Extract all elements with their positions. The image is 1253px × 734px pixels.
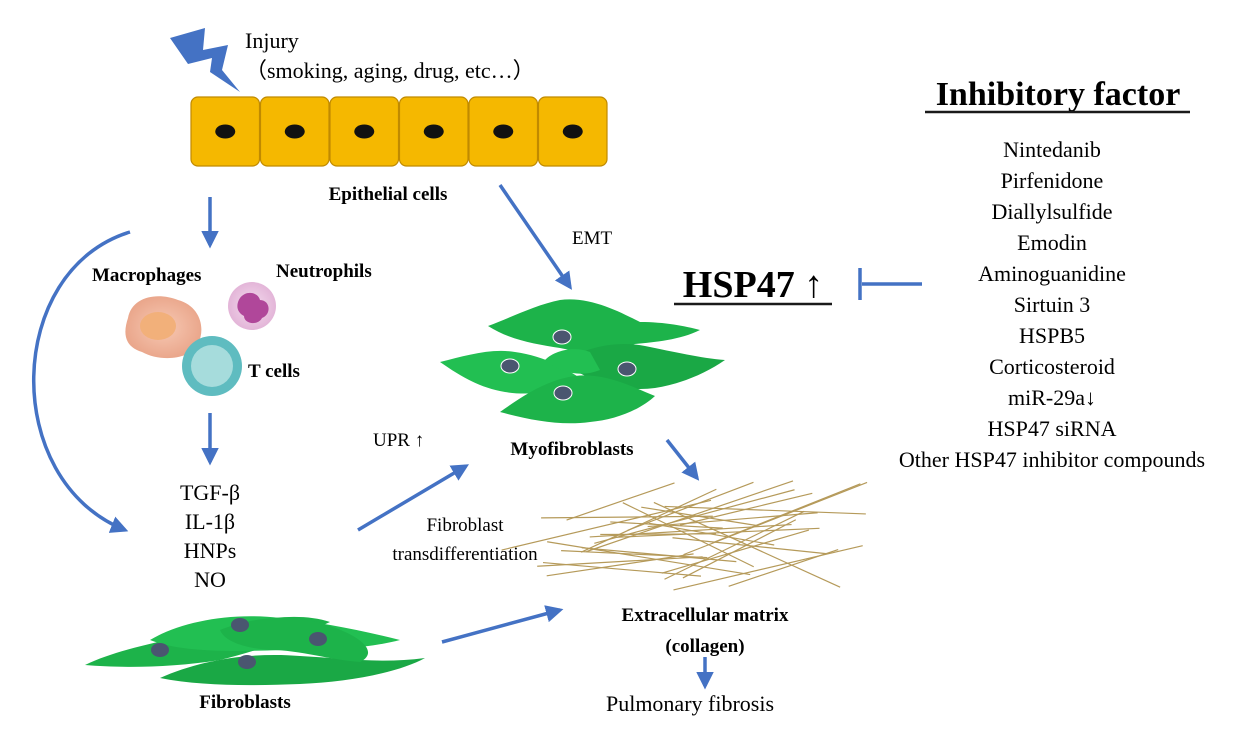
collagen-fiber bbox=[682, 519, 797, 579]
epithelial-nucleus bbox=[562, 124, 583, 139]
injury-title: Injury bbox=[245, 28, 299, 53]
inhibitor-item: Emodin bbox=[1017, 230, 1087, 255]
injury-causes: （smoking, aging, drug, etc…） bbox=[245, 58, 535, 83]
epithelial-nucleus bbox=[284, 124, 305, 139]
epithelial-nucleus bbox=[423, 124, 444, 139]
collagen-fiber bbox=[647, 512, 818, 528]
inhibitor-item: Sirtuin 3 bbox=[1014, 292, 1090, 317]
collagen-fiber bbox=[661, 529, 810, 574]
epithelial-cell bbox=[537, 96, 608, 167]
arrow-feedback-curve bbox=[32, 230, 131, 533]
inhibitor-item: Pirfenidone bbox=[1001, 168, 1104, 193]
fibroblasts-label: Fibroblasts bbox=[199, 692, 291, 713]
inhibitor-item: Aminoguanidine bbox=[978, 261, 1126, 286]
upr-label: UPR ↑ bbox=[373, 430, 424, 451]
arrow-emt bbox=[498, 184, 572, 290]
transdifferentiation-line1: Fibroblast bbox=[426, 515, 504, 536]
inhibitor-item: Corticosteroid bbox=[989, 354, 1115, 379]
neutrophil-icon bbox=[228, 282, 276, 330]
mediator-item: NO bbox=[194, 567, 226, 592]
collagen-fiber bbox=[580, 488, 717, 553]
epithelial-cell bbox=[259, 96, 330, 167]
inhibitor-list: NintedanibPirfenidoneDiallylsulfideEmodi… bbox=[899, 137, 1205, 472]
collagen-fiber bbox=[641, 506, 759, 527]
arrow-mediators-to-myofibroblasts bbox=[357, 464, 470, 532]
inhibitor-item: miR-29a↓ bbox=[1008, 385, 1096, 410]
transdifferentiation-line2: transdifferentiation bbox=[392, 544, 538, 565]
mediator-item: HNPs bbox=[184, 538, 237, 563]
hsp47-label: HSP47 ↑ bbox=[683, 264, 823, 306]
epithelial-nucleus bbox=[215, 124, 236, 139]
ecm-label-line1: Extracellular matrix bbox=[622, 605, 789, 626]
collagen-fiber bbox=[613, 527, 820, 538]
collagen-fiber bbox=[664, 510, 805, 580]
ecm-label-line2: (collagen) bbox=[665, 636, 744, 657]
epithelial-cell bbox=[468, 96, 539, 167]
epithelial-cell bbox=[398, 96, 469, 167]
epithelial-cell bbox=[329, 96, 400, 167]
t-cells-label: T cells bbox=[248, 361, 300, 382]
collagen-fiber bbox=[561, 550, 708, 559]
inhibitor-item: Diallylsulfide bbox=[992, 199, 1113, 224]
mediator-item: TGF-β bbox=[180, 480, 240, 505]
myofibroblasts-icon bbox=[440, 299, 725, 424]
emt-label: EMT bbox=[572, 228, 613, 249]
inhibitor-item: HSPB5 bbox=[1019, 323, 1085, 348]
collagen-fiber bbox=[586, 480, 794, 553]
inhibitory-factor-title: Inhibitory factor bbox=[936, 76, 1181, 113]
neutrophils-label: Neutrophils bbox=[276, 261, 372, 282]
collagen-fiber bbox=[673, 545, 863, 591]
collagen-fiber bbox=[683, 481, 868, 556]
collagen-fiber bbox=[566, 482, 675, 521]
epithelial-cell-row bbox=[190, 96, 608, 167]
lightning-icon bbox=[170, 28, 240, 92]
t-cell-icon bbox=[182, 336, 242, 396]
epithelial-nucleus bbox=[493, 124, 514, 139]
collagen-fiber bbox=[546, 553, 694, 577]
collagen-fiber bbox=[547, 541, 751, 576]
myofibroblasts-label: Myofibroblasts bbox=[510, 439, 633, 460]
macrophages-label: Macrophages bbox=[92, 265, 201, 286]
epithelial-cell bbox=[190, 96, 261, 167]
epithelial-cells-label: Epithelial cells bbox=[329, 184, 448, 205]
collagen-fiber bbox=[610, 521, 723, 529]
collagen-fiber bbox=[542, 561, 702, 577]
collagen-fiber bbox=[664, 505, 866, 515]
macrophage-nucleus-icon bbox=[140, 312, 176, 340]
inhibitor-item: Nintedanib bbox=[1003, 137, 1101, 162]
arrow-myofibroblasts-to-ecm bbox=[665, 438, 700, 481]
collagen-fiber bbox=[627, 481, 754, 531]
collagen-fibers-icon bbox=[501, 480, 868, 591]
mediator-item: IL-1β bbox=[185, 509, 235, 534]
collagen-fiber bbox=[600, 533, 716, 536]
arrow-fibroblasts-to-ecm bbox=[441, 605, 564, 644]
pulmonary-fibrosis-label: Pulmonary fibrosis bbox=[606, 691, 774, 716]
inhibitor-item: HSP47 siRNA bbox=[988, 416, 1117, 441]
fibroblasts-icon bbox=[85, 616, 425, 686]
collagen-fiber bbox=[622, 502, 754, 568]
inhibitor-item: Other HSP47 inhibitor compounds bbox=[899, 447, 1205, 472]
epithelial-nucleus bbox=[354, 124, 375, 139]
